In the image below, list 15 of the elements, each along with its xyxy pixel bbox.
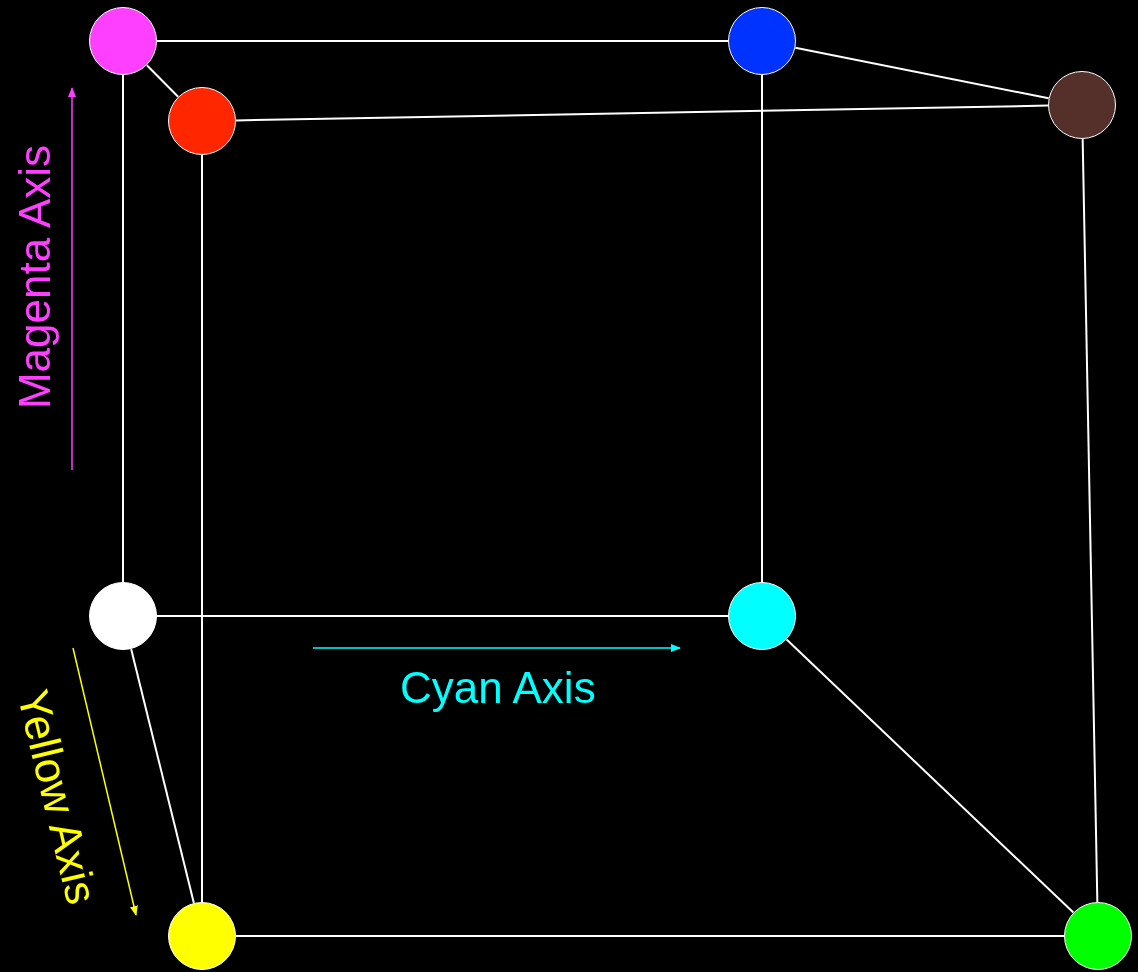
cube-edge-line [235,935,1065,937]
cube-edge-line [1081,138,1099,903]
cube-edge-line [785,638,1075,914]
cube-edge-line [145,64,180,98]
axis-label: Magenta Axis [13,144,58,410]
cube-edge-line [130,648,195,904]
axis-label: Cyan Axis [400,666,596,710]
cube-edge-line [201,154,203,903]
cube-edge-line [794,46,1050,100]
cube-edge-line [156,40,729,42]
cube-edge-line [156,615,729,617]
cube-edge-line [761,74,763,583]
cube-edge-line [235,104,1049,122]
axis-label: Yellow Axis [9,685,104,909]
cube-edge-line [122,74,124,583]
